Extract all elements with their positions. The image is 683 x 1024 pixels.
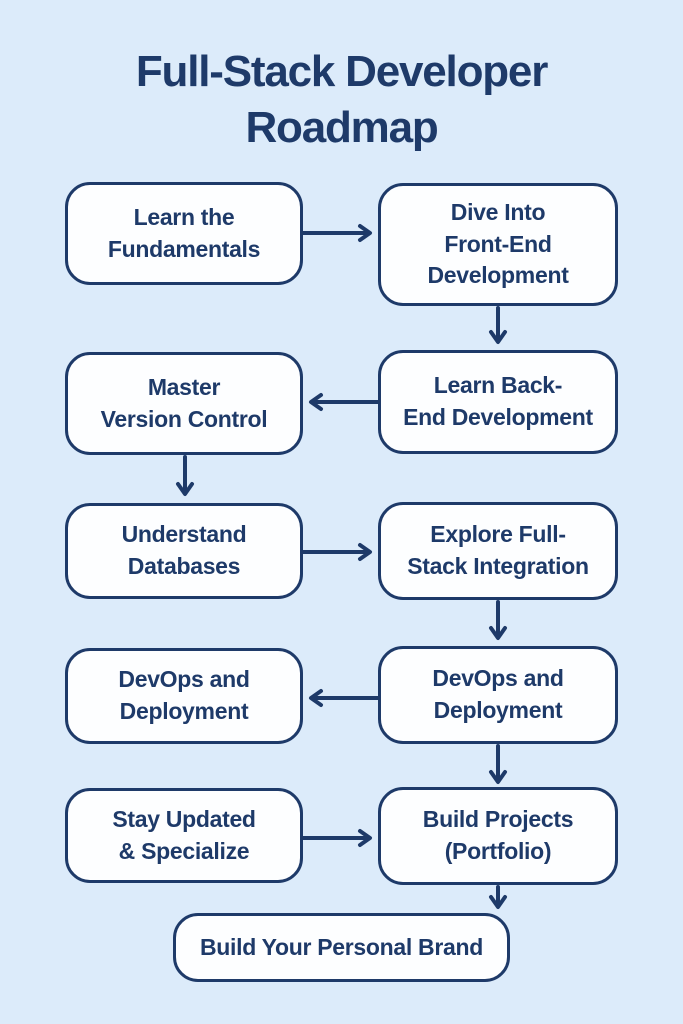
- node-databases: Understand Databases: [65, 503, 303, 599]
- page-title: Full-Stack Developer Roadmap: [135, 47, 548, 152]
- node-back-end: Learn Back- End Development: [378, 350, 618, 454]
- node-build-projects: Build Projects (Portfolio): [378, 787, 618, 885]
- node-stay-updated: Stay Updated & Specialize: [65, 788, 303, 883]
- node-devops-right: DevOps and Deployment: [378, 646, 618, 744]
- node-devops-left: DevOps and Deployment: [65, 648, 303, 744]
- node-personal-brand: Build Your Personal Brand: [173, 913, 510, 982]
- node-version-control: Master Version Control: [65, 352, 303, 455]
- node-full-stack-integration: Explore Full- Stack Integration: [378, 502, 618, 600]
- node-learn-fundamentals: Learn the Fundamentals: [65, 182, 303, 285]
- node-front-end: Dive Into Front-End Development: [378, 183, 618, 306]
